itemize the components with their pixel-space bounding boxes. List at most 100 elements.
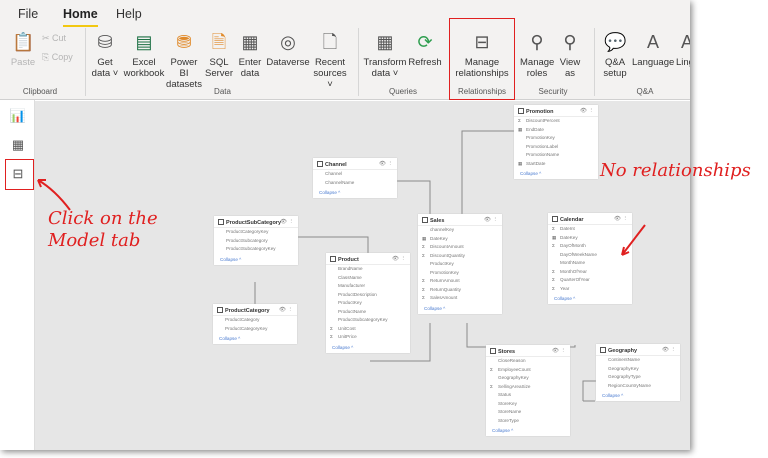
refresh-button[interactable]: ⟳Refresh: [408, 32, 442, 68]
field-row[interactable]: ProductKey: [338, 300, 362, 305]
field-row[interactable]: RegionCountryName: [608, 382, 651, 388]
field-row[interactable]: ▦StartDate: [518, 160, 546, 166]
visibility-icon[interactable]: 👁 ⋮: [279, 219, 294, 225]
visibility-icon[interactable]: 👁 ⋮: [483, 217, 498, 223]
table-header[interactable]: Promotion👁 ⋮: [514, 105, 598, 117]
table-header[interactable]: Product👁 ⋮: [326, 253, 410, 265]
relationship-line[interactable]: [582, 380, 596, 401]
field-row[interactable]: Manufacturer: [338, 283, 366, 288]
field-row[interactable]: ProductCategoryKey: [225, 325, 268, 331]
collapse-link[interactable]: Collapse ^: [319, 190, 341, 195]
field-row[interactable]: ▦DateKey: [422, 235, 448, 241]
visibility-icon[interactable]: 👁 ⋮: [378, 161, 393, 167]
report-view-icon[interactable]: 📊: [9, 108, 27, 123]
field-row[interactable]: ProductDescription: [338, 291, 377, 297]
get-data-button[interactable]: ⛁Get data ˅: [91, 32, 119, 79]
manage-relationships-button[interactable]: ⊟Manage relationships: [455, 32, 509, 79]
excel-workbook-button[interactable]: ▤Excel workbook: [123, 32, 165, 79]
tab-file[interactable]: File: [18, 7, 39, 21]
collapse-link[interactable]: Collapse ^: [602, 393, 624, 398]
dataverse-button[interactable]: ◎Dataverse: [266, 32, 310, 68]
field-row[interactable]: ClassName: [338, 274, 362, 280]
field-row[interactable]: GeographyType: [608, 374, 641, 379]
tab-home[interactable]: Home: [63, 7, 98, 27]
field-row[interactable]: ChannelName: [325, 179, 355, 185]
visibility-icon[interactable]: 👁 ⋮: [551, 348, 566, 354]
field-row[interactable]: ProductSubcategoryKey: [226, 246, 276, 251]
table-header[interactable]: ProductSubCategory👁 ⋮: [214, 216, 298, 228]
collapse-link[interactable]: Collapse ^: [219, 336, 241, 341]
sql-server-button[interactable]: 🗎SQL Server: [205, 32, 233, 79]
visibility-icon[interactable]: 👁 ⋮: [579, 108, 594, 114]
field-row[interactable]: BrandName: [338, 266, 363, 271]
relationship-line[interactable]: [298, 236, 369, 253]
field-row[interactable]: ProductCategory: [225, 317, 260, 322]
field-row[interactable]: StoreType: [498, 417, 519, 423]
paste-button[interactable]: 📋Paste: [10, 32, 36, 68]
field-row[interactable]: Status: [498, 392, 512, 397]
relationship-line[interactable]: [370, 323, 431, 362]
manage-roles-button[interactable]: ⚲Manage roles: [520, 32, 555, 79]
data-view-icon[interactable]: ▦: [11, 137, 25, 152]
field-row[interactable]: GeographyKey: [498, 375, 529, 380]
field-row[interactable]: PromotionKey: [526, 135, 555, 140]
visibility-icon[interactable]: 👁 ⋮: [391, 256, 406, 262]
field-row[interactable]: DayOfWeekName: [560, 251, 597, 257]
field-row[interactable]: PromotionKey: [430, 269, 459, 275]
tab-help[interactable]: Help: [116, 7, 142, 21]
field-row[interactable]: ▦EndDate: [518, 126, 544, 132]
collapse-link[interactable]: Collapse ^: [520, 171, 542, 176]
visibility-icon[interactable]: 👁 ⋮: [278, 307, 293, 313]
power-bi-datasets-button[interactable]: ⛃Power BI datasets: [166, 32, 202, 90]
field-row[interactable]: MonthName: [560, 260, 586, 265]
field-row[interactable]: Channel: [325, 171, 343, 176]
copy-button[interactable]: ⎘ Copy: [42, 52, 73, 62]
field-row[interactable]: ProductSubcategory: [226, 237, 268, 243]
cut-button[interactable]: ✂ Cut: [42, 33, 67, 43]
view-as-button[interactable]: ⚲View as: [559, 32, 581, 79]
table-header[interactable]: Stores👁 ⋮: [486, 345, 570, 357]
table-header[interactable]: Calendar👁 ⋮: [548, 213, 632, 225]
model-view-icon[interactable]: ⊟: [12, 166, 24, 181]
linguistic-schema-button[interactable]: ALinguistic schema: [676, 30, 690, 68]
table-header[interactable]: ProductCategory👁 ⋮: [213, 304, 297, 316]
field-row[interactable]: ProductName: [338, 308, 367, 314]
transform-data-button[interactable]: ▦Transform data ˅: [363, 32, 407, 79]
field-row[interactable]: PromotionLabel: [526, 143, 559, 149]
field-row[interactable]: ProductKey: [430, 261, 454, 266]
field-row[interactable]: ProductCategoryKey: [226, 229, 269, 234]
qa-setup-button[interactable]: 💬Q&A setup: [603, 32, 627, 79]
recent-sources-button[interactable]: 🗋Recent sources ˅: [313, 32, 347, 90]
collapse-link[interactable]: Collapse ^: [492, 428, 514, 433]
field-row[interactable]: CloseReason: [498, 358, 526, 363]
relationship-line[interactable]: [461, 130, 514, 214]
table-header[interactable]: Geography👁 ⋮: [596, 344, 680, 356]
field-row[interactable]: channelKey: [430, 227, 455, 232]
collapse-link[interactable]: Collapse ^: [424, 305, 446, 311]
table-header[interactable]: Sales👁 ⋮: [418, 214, 502, 226]
collapse-link[interactable]: Collapse ^: [554, 296, 576, 301]
field-row[interactable]: ProductSubcategoryKey: [338, 317, 388, 322]
